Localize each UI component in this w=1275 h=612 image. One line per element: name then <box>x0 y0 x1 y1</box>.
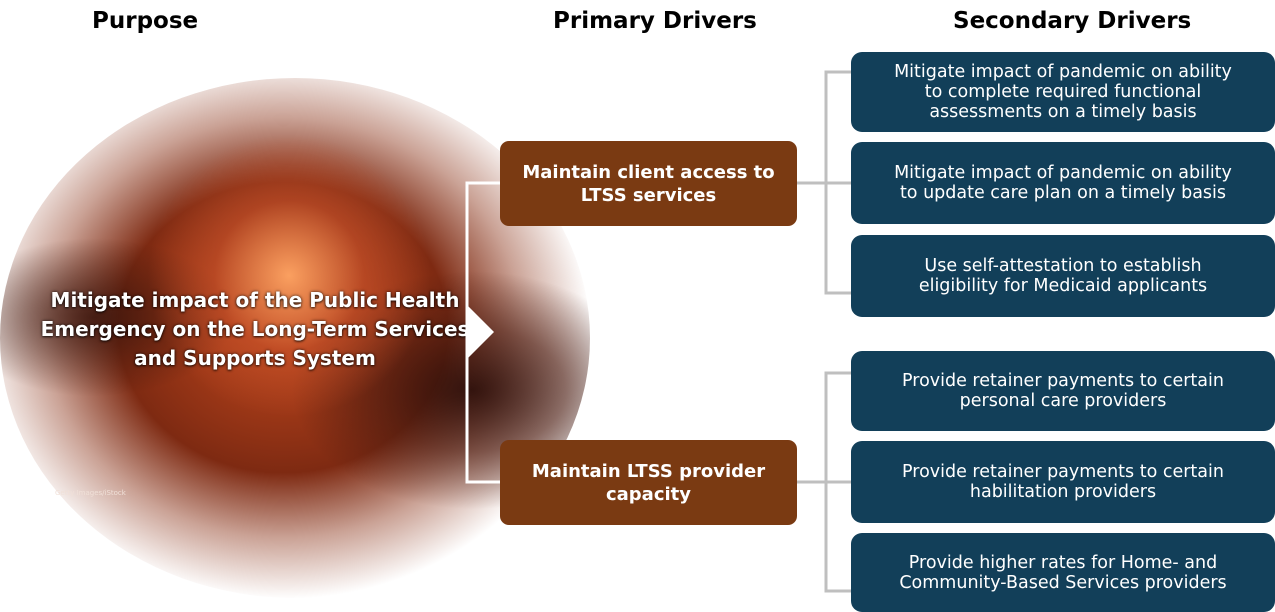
secondary-driver-habilitation-retainer: Provide retainer payments to certain hab… <box>851 441 1275 523</box>
image-credit: Getty Images/iStock <box>55 489 126 497</box>
secondary-driver-label: Mitigate impact of pandemic on ability t… <box>894 62 1232 122</box>
secondary-driver-label: Provide retainer payments to certain per… <box>902 371 1224 411</box>
secondary-driver-label: Provide higher rates for Home- and Commu… <box>899 552 1227 593</box>
primary-driver-provider-capacity: Maintain LTSS provider capacity <box>500 440 797 525</box>
primary-driver-label: Maintain LTSS provider capacity <box>531 460 766 505</box>
secondary-driver-hcbs-rates: Provide higher rates for Home- and Commu… <box>851 533 1275 612</box>
heading-secondary-drivers: Secondary Drivers <box>953 8 1192 34</box>
secondary-driver-personal-care-retainer: Provide retainer payments to certain per… <box>851 351 1275 431</box>
secondary-driver-self-attestation: Use self-attestation to establish eligib… <box>851 235 1275 317</box>
secondary-driver-functional-assessments: Mitigate impact of pandemic on ability t… <box>851 52 1275 132</box>
purpose-statement: Mitigate impact of the Public Health Eme… <box>40 288 470 370</box>
secondary-driver-label: Mitigate impact of pandemic on ability t… <box>894 163 1232 203</box>
secondary-driver-label: Use self-attestation to establish eligib… <box>918 256 1208 296</box>
arrow-icon <box>467 305 494 359</box>
heading-purpose: Purpose <box>92 8 199 34</box>
virus-image <box>0 78 590 598</box>
primary-driver-client-access: Maintain client access to LTSS services <box>500 141 797 226</box>
secondary-driver-label: Provide retainer payments to certain hab… <box>902 462 1224 502</box>
secondary-driver-care-plan: Mitigate impact of pandemic on ability t… <box>851 142 1275 224</box>
primary-driver-label: Maintain client access to LTSS services <box>522 161 775 206</box>
primary-bracket-line <box>465 181 500 484</box>
heading-primary-drivers: Primary Drivers <box>553 8 757 34</box>
